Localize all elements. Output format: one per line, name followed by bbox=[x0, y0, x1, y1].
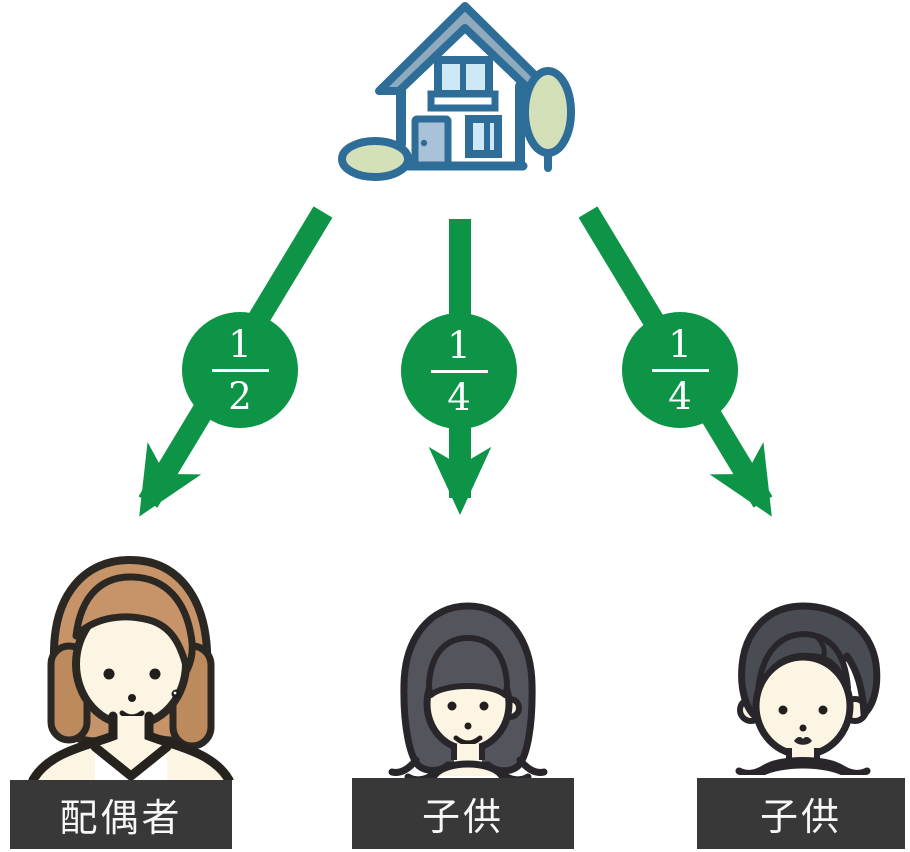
fraction-bar bbox=[430, 369, 488, 373]
fraction-bar bbox=[211, 368, 269, 372]
fraction-bar bbox=[651, 368, 709, 372]
share-fraction-child-2: 1 4 bbox=[622, 312, 738, 428]
share-fraction-spouse: 1 2 bbox=[182, 312, 298, 428]
fraction-numerator: 1 bbox=[668, 322, 692, 366]
share-fraction-child-1: 1 4 bbox=[401, 313, 517, 429]
label-child-2: 子供 bbox=[697, 778, 905, 849]
label-spouse: 配偶者 bbox=[10, 780, 232, 849]
child-boy-avatar bbox=[735, 602, 881, 775]
house-icon bbox=[338, 2, 575, 181]
fraction-numerator: 1 bbox=[228, 322, 252, 366]
label-spouse-text: 配偶者 bbox=[59, 798, 183, 840]
fraction-denominator: 2 bbox=[228, 374, 252, 418]
fraction-denominator: 4 bbox=[447, 375, 471, 419]
fraction-denominator: 4 bbox=[668, 374, 692, 418]
label-child-2-text: 子供 bbox=[759, 797, 842, 839]
label-child-1: 子供 bbox=[352, 778, 574, 849]
spouse-woman-avatar bbox=[28, 556, 234, 780]
label-child-1-text: 子供 bbox=[421, 797, 504, 839]
fraction-numerator: 1 bbox=[447, 323, 471, 367]
child-girl-avatar bbox=[388, 602, 548, 780]
